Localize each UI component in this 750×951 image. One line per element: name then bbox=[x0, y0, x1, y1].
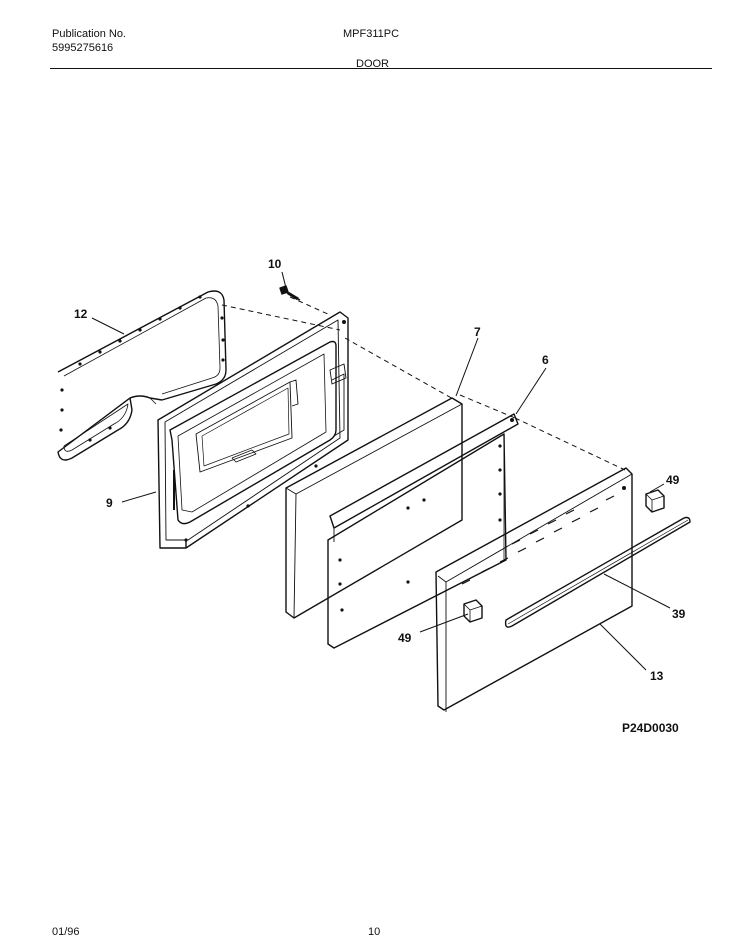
model-number: MPF311PC bbox=[343, 28, 400, 40]
page-number: 10 bbox=[368, 926, 381, 938]
outer-door-panel bbox=[435, 467, 633, 712]
callout-13: 13 bbox=[650, 669, 664, 683]
callout-49-upper: 49 bbox=[666, 473, 680, 487]
handle-end-cap-right bbox=[645, 489, 665, 513]
callout-7: 7 bbox=[474, 325, 481, 339]
callout-9: 9 bbox=[106, 496, 113, 510]
callout-12: 12 bbox=[74, 307, 88, 321]
callout-10: 10 bbox=[268, 257, 282, 271]
assembly-guide-lines bbox=[221, 296, 626, 471]
leader-lines bbox=[91, 271, 671, 671]
insulation-block bbox=[285, 397, 463, 619]
door-handle bbox=[504, 516, 691, 628]
door-liner-panel bbox=[327, 413, 519, 649]
publication-number: 5995275616 bbox=[52, 42, 114, 54]
callout-49-lower: 49 bbox=[398, 631, 412, 645]
screw-part bbox=[279, 285, 301, 301]
handle-end-cap-left bbox=[463, 599, 483, 623]
callout-6: 6 bbox=[542, 353, 549, 367]
header-rule bbox=[50, 68, 712, 69]
publication-label: Publication No. bbox=[52, 28, 126, 40]
section-title: DOOR bbox=[356, 58, 389, 70]
door-gasket bbox=[57, 290, 227, 461]
diagram-reference: P24D0030 bbox=[622, 721, 679, 735]
inner-door-frame bbox=[157, 311, 349, 549]
footer-date: 01/96 bbox=[52, 926, 80, 938]
callout-39: 39 bbox=[672, 607, 686, 621]
